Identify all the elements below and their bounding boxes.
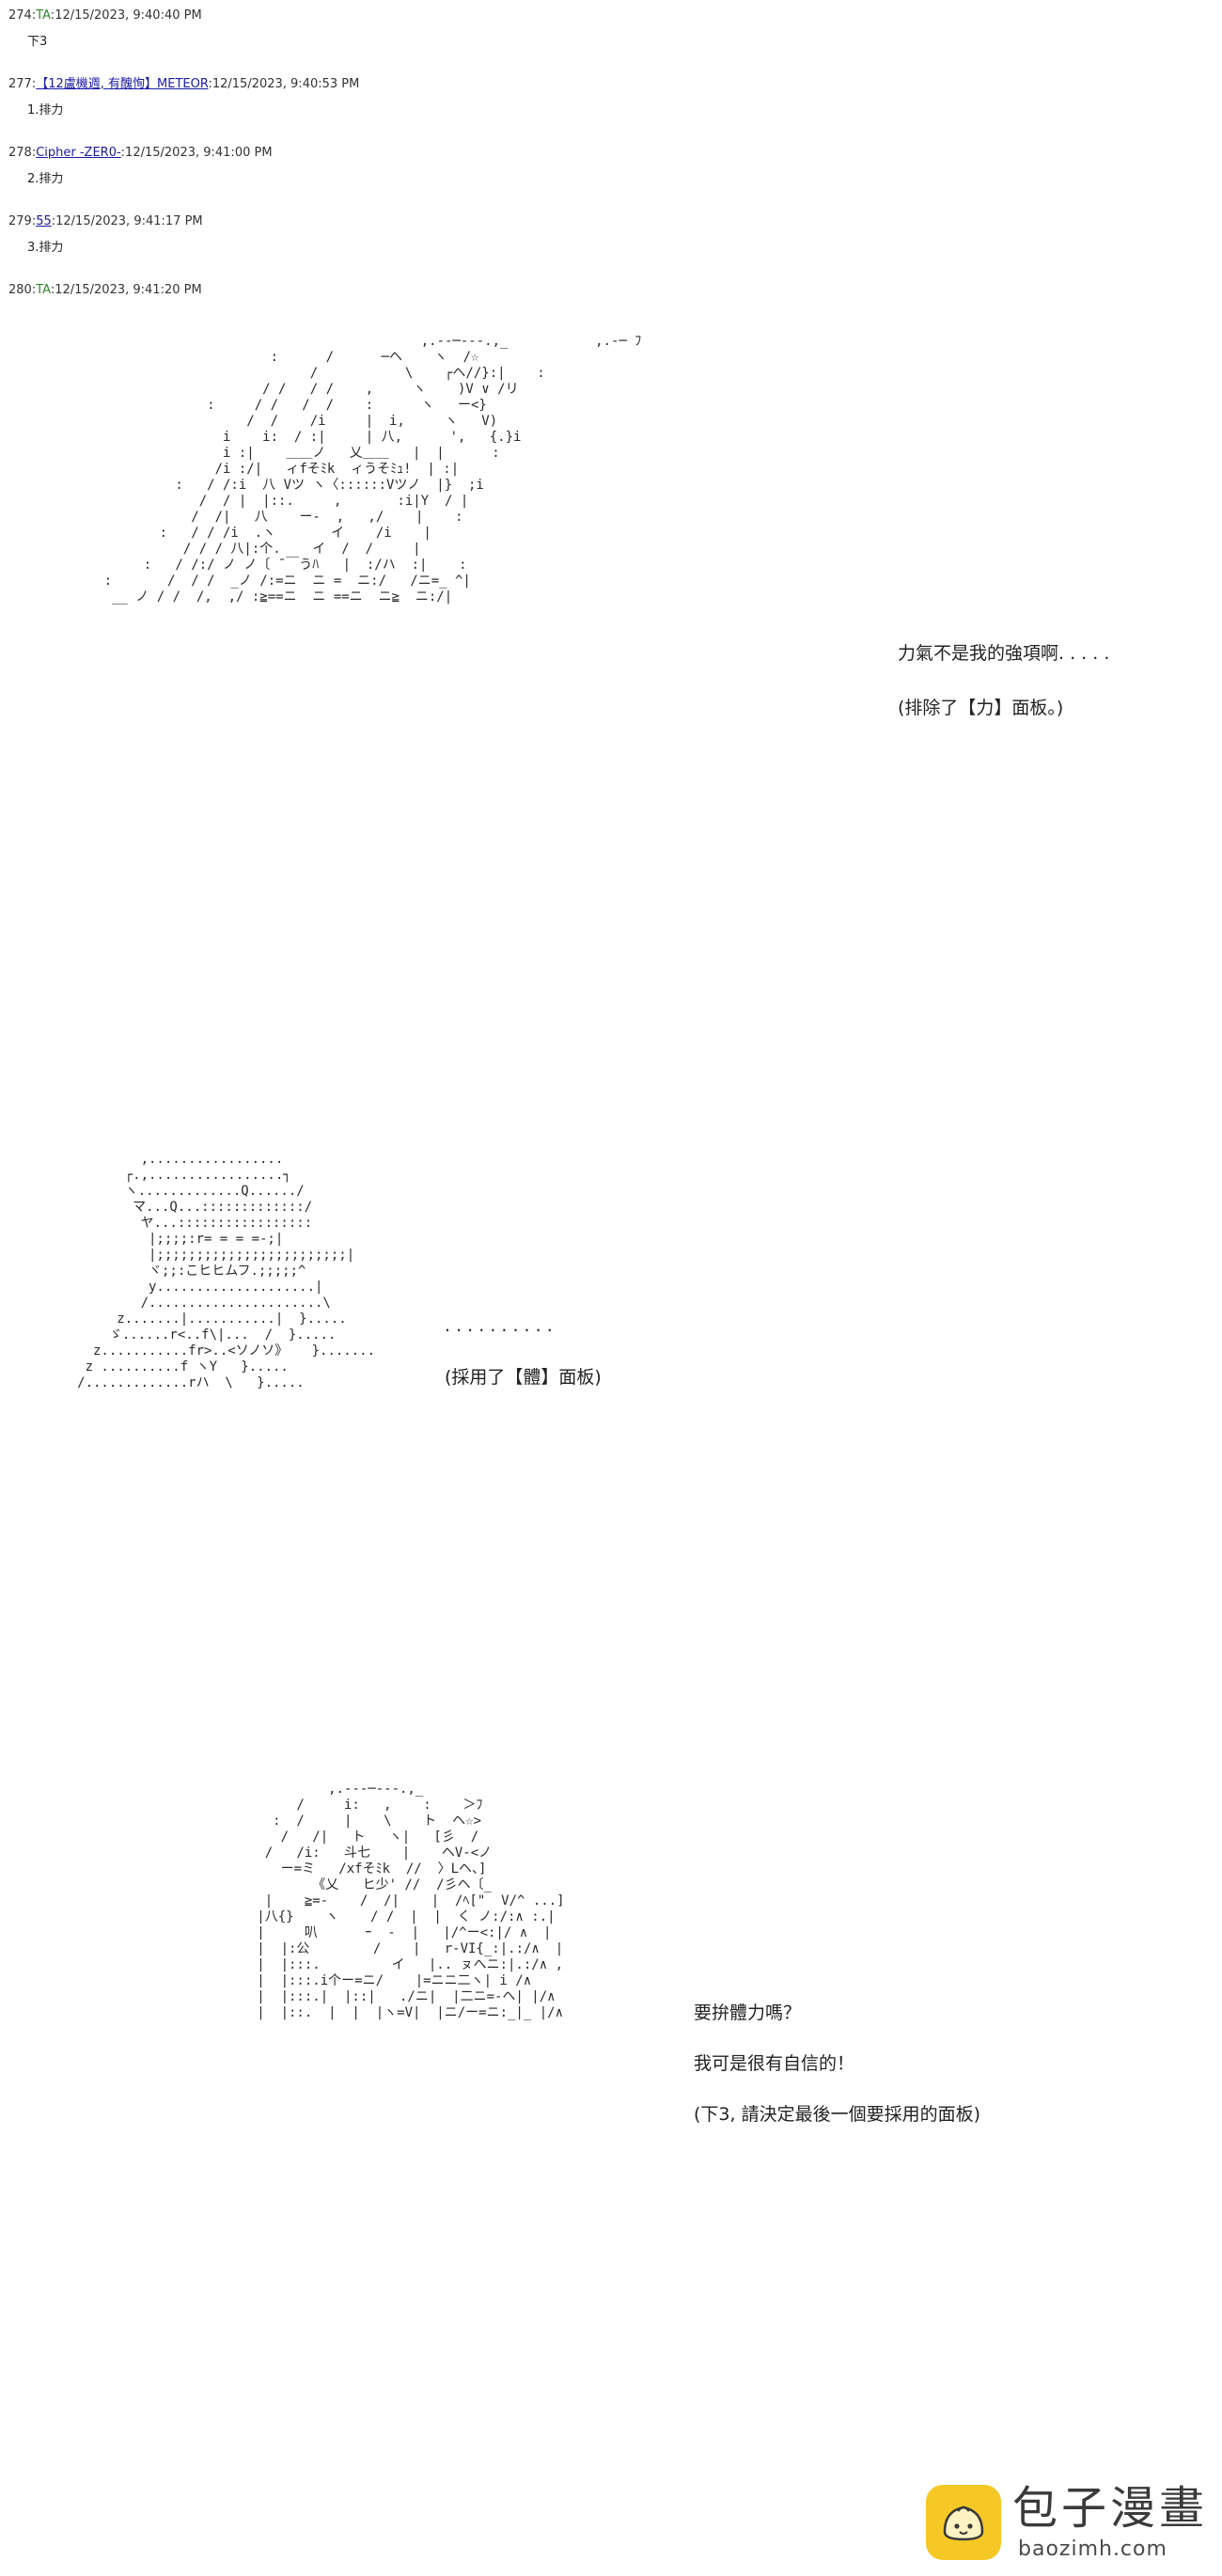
site-watermark: 包子漫畫 baozimh.com [926, 2479, 1208, 2566]
post-timestamp: :12/15/2023, 9:41:00 PM [120, 146, 273, 160]
post-header: 278:Cipher -ZER0-:12/15/2023, 9:41:00 PM [8, 145, 572, 162]
post-body: 2.排力 [27, 172, 64, 186]
watermark-url: baozimh.com [1018, 2537, 1167, 2561]
ascii-art-girl-3: ,.-‐‐─‐‐-.,_ / i: , : ＞ﾌ : / | \ ト ヘ☆> /… [257, 1782, 565, 2020]
post-279: 279:55:12/15/2023, 9:41:17 PM 3.排力 [8, 213, 572, 282]
post-number: 279: [8, 214, 37, 228]
post-header: 274:TA:12/15/2023, 9:40:40 PM [8, 8, 572, 24]
post-header: 279:55:12/15/2023, 9:41:17 PM [8, 213, 572, 230]
post-274: 274:TA:12/15/2023, 9:40:40 PM 下3 [8, 8, 572, 76]
caption-3-line-2: 我可是很有自信的！ [694, 2053, 855, 2074]
caption-3-line-3: (下3, 請決定最後一個要採用的面板) [694, 2104, 980, 2125]
watermark-title: 包子漫畫 [1012, 2482, 1209, 2535]
post-number: 280: [8, 283, 37, 297]
caption-1-line-1: 力氣不是我的強項啊. . . . . [898, 643, 1110, 664]
ascii-art-figure-2: ,................. ┌.,.................┐… [77, 1152, 376, 1390]
post-timestamp: :12/15/2023, 9:40:40 PM [50, 8, 202, 23]
post-number: 277: [8, 77, 37, 91]
post-body: 下3 [27, 35, 48, 49]
post-timestamp: :12/15/2023, 9:41:17 PM [51, 214, 203, 228]
post-number: 278: [8, 146, 37, 160]
post-body: 3.排力 [27, 241, 64, 255]
bun-face-icon [943, 2505, 984, 2541]
post-author-link[interactable]: Cipher -ZER0- [36, 146, 121, 160]
caption-3-line-1: 要拚體力嗎？ [694, 2003, 802, 2023]
post-author: TA [36, 8, 51, 23]
post-278: 278:Cipher -ZER0-:12/15/2023, 9:41:00 PM… [8, 145, 572, 213]
caption-2-line-1: . . . . . . . . . . [445, 1315, 553, 1336]
caption-2-line-2: (採用了【體】面板) [445, 1367, 602, 1388]
post-author-link[interactable]: 55 [36, 214, 52, 228]
post-header: 277:【12盧機週, 有醜恂】METEOR:12/15/2023, 9:40:… [8, 76, 572, 93]
ascii-art-girl-1: ,.--─‐‐-.,_ ,.-─ ﾌ : / ─ヘ ヽ /☆ / \ ┌ヘ//}… [103, 334, 642, 605]
post-body: 1.排力 [27, 103, 64, 118]
post-list: 274:TA:12/15/2023, 9:40:40 PM 下3 277:【12… [8, 8, 572, 351]
post-277: 277:【12盧機週, 有醜恂】METEOR:12/15/2023, 9:40:… [8, 76, 572, 145]
post-timestamp: :12/15/2023, 9:41:20 PM [50, 283, 202, 297]
bun-mascot-icon [926, 2485, 1001, 2560]
post-280: 280:TA:12/15/2023, 9:41:20 PM [8, 282, 572, 351]
post-timestamp: :12/15/2023, 9:40:53 PM [208, 77, 360, 91]
post-author: TA [36, 283, 51, 297]
post-header: 280:TA:12/15/2023, 9:41:20 PM [8, 282, 572, 299]
post-number: 274: [8, 8, 37, 23]
post-author-link[interactable]: 【12盧機週, 有醜恂】METEOR [36, 77, 209, 91]
caption-1-line-2: (排除了【力】面板。) [898, 698, 1064, 718]
